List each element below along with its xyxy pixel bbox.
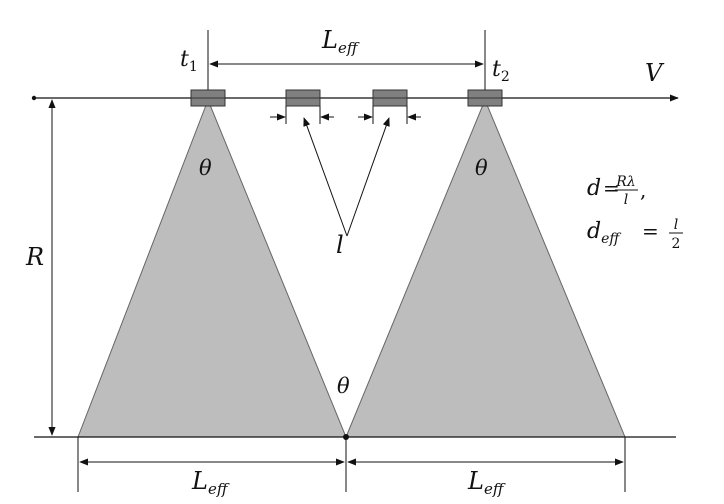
formula-deff: deff = l 2 [587,217,683,252]
flight-path-start-dot [31,95,37,101]
beam-right [345,98,626,438]
svg-text:=: = [642,219,659,243]
svg-text:2: 2 [672,236,681,252]
svg-text:d: d [587,176,601,201]
label-bottom-right-span: Leff [467,467,506,498]
length-pointer-right [346,117,390,237]
label-length: l [336,231,344,259]
formula-d: d = Rλ l , [587,174,646,208]
label-t2: t2 [492,57,510,85]
label-bottom-left-span: Leff [191,467,230,498]
svg-text:l: l [674,217,678,233]
beam-left [77,98,347,438]
label-range: R [25,243,44,271]
label-top-span: Leff [321,26,360,57]
label-velocity: V [645,59,665,87]
svg-text:,: , [640,178,646,202]
label-t1: t1 [180,47,198,75]
label-theta-right: θ [475,156,488,180]
svg-text:l: l [624,192,628,208]
label-theta-bottom: θ [337,374,350,398]
length-pointer-left [303,117,348,237]
svg-text:=: = [603,176,620,200]
svg-text:Rλ: Rλ [615,174,635,190]
label-theta-left: θ [199,156,212,180]
svg-text:deff: deff [587,219,621,247]
